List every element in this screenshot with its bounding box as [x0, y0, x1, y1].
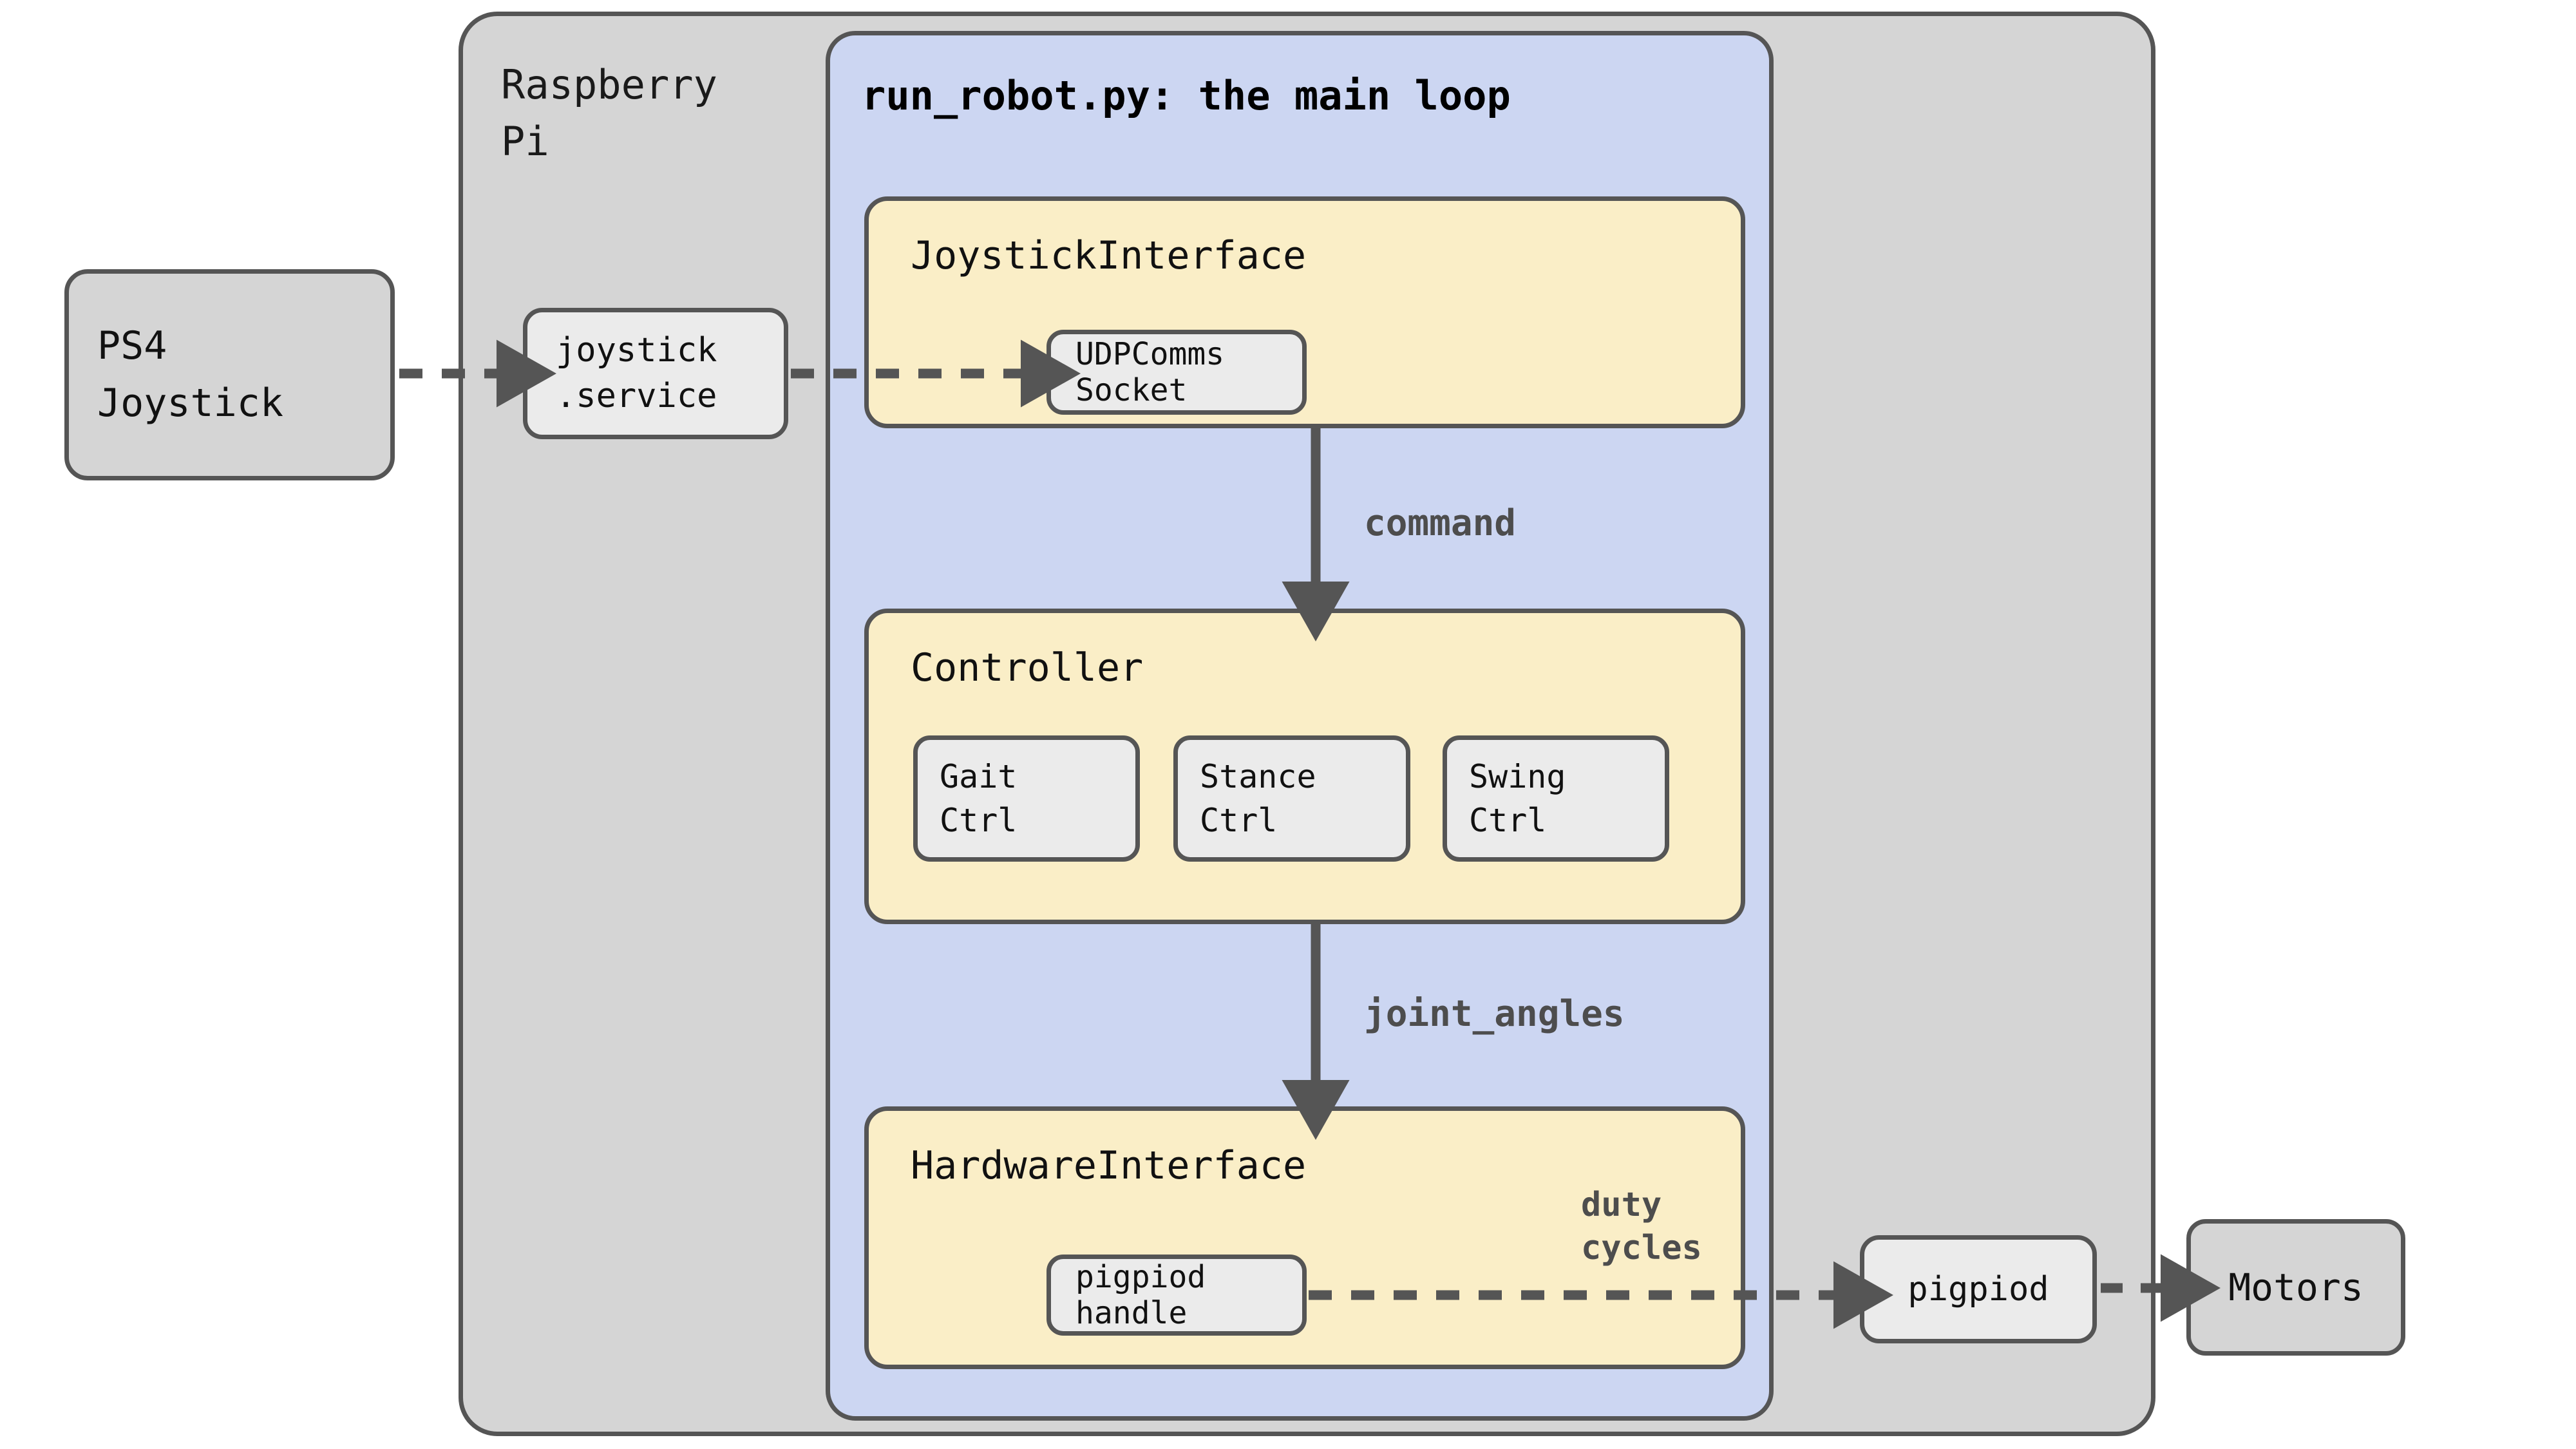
node-gait-ctrl: Gait Ctrl — [913, 735, 1140, 862]
node-joystick-service: joystick .service — [523, 308, 788, 439]
node-joystick-service-label: joystick .service — [556, 331, 717, 415]
node-udpcomms-socket-label: UDPComms Socket — [1075, 336, 1225, 408]
main-loop-title: run_robot.py: the main loop — [862, 72, 1511, 119]
module-joystick-interface-title: JoystickInterface — [911, 233, 1307, 278]
node-pigpiod-handle: pigpiod handle — [1046, 1255, 1307, 1336]
node-gait-ctrl-label: Gait Ctrl — [940, 758, 1018, 839]
module-controller-title: Controller — [911, 645, 1144, 690]
edge-label-joint-angles: joint_angles — [1364, 993, 1625, 1035]
edge-label-command: command — [1364, 502, 1517, 544]
node-stance-ctrl: Stance Ctrl — [1173, 735, 1410, 862]
node-udpcomms-socket: UDPComms Socket — [1046, 330, 1307, 415]
edge-label-duty-cycles: duty cycles — [1581, 1186, 1702, 1267]
module-joystick-interface — [864, 196, 1745, 428]
node-pigpiod-handle-label: pigpiod handle — [1075, 1259, 1206, 1331]
node-stance-ctrl-label: Stance Ctrl — [1200, 758, 1316, 839]
node-swing-ctrl: Swing Ctrl — [1443, 735, 1669, 862]
node-ps4-joystick: PS4 Joystick — [64, 269, 395, 480]
node-motors: Motors — [2186, 1219, 2405, 1356]
node-ps4-joystick-label: PS4 Joystick — [97, 323, 283, 426]
node-swing-ctrl-label: Swing Ctrl — [1469, 758, 1566, 839]
node-pigpiod-label: pigpiod — [1908, 1270, 2049, 1309]
node-pigpiod: pigpiod — [1860, 1235, 2097, 1343]
module-hardware-interface-title: HardwareInterface — [911, 1143, 1307, 1188]
node-motors-label: Motors — [2228, 1265, 2363, 1309]
raspberry-pi-label: Raspberry Pi — [501, 61, 717, 166]
